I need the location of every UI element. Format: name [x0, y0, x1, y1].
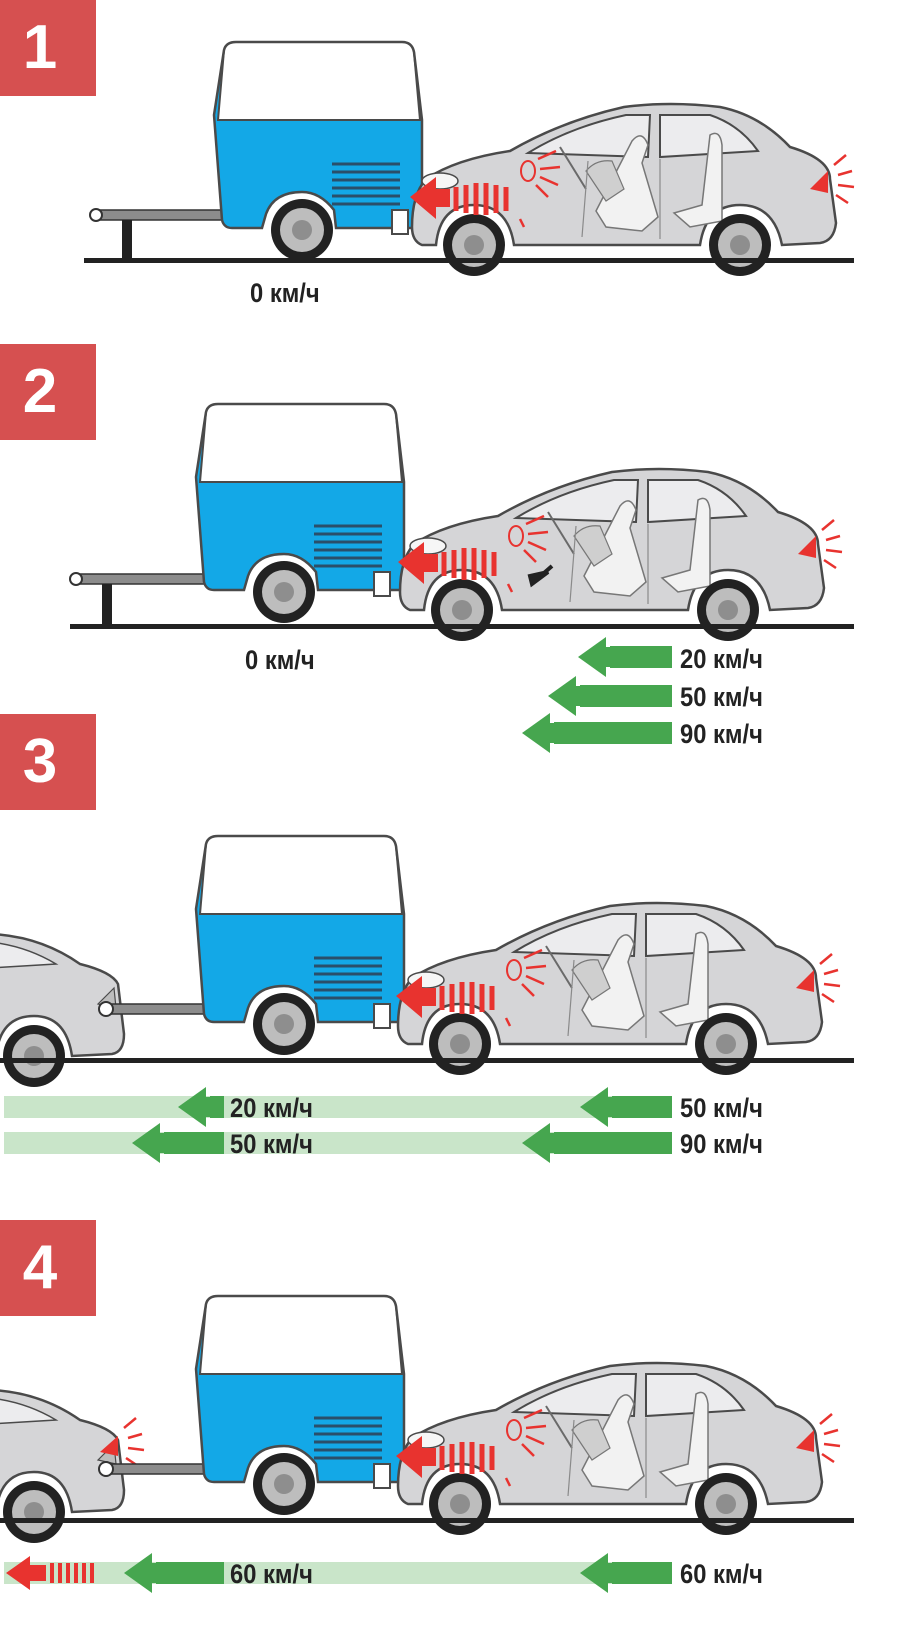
step-1-badge: 1	[0, 0, 96, 96]
step-4-number: 4	[22, 1233, 58, 1302]
step-1-scene	[84, 40, 854, 276]
step-2-car-speed-2: 50 км/ч	[680, 682, 763, 712]
step-2-car-speed-3: 90 км/ч	[680, 719, 763, 749]
step-4-badge: 4	[0, 1220, 96, 1316]
step-3-car-speed-2: 90 км/ч	[680, 1129, 763, 1159]
step-4-scene	[0, 1294, 854, 1593]
step-1-number: 1	[22, 13, 58, 82]
step-3-towing-speed-2: 50 км/ч	[230, 1129, 313, 1159]
step-4-towing-speed: 60 км/ч	[230, 1559, 313, 1589]
step-3-badge: 3	[0, 714, 96, 810]
step-4-car-speed: 60 км/ч	[680, 1559, 763, 1589]
step-2-badge: 2	[0, 344, 96, 440]
step-3-scene	[0, 834, 854, 1163]
step-2-trailer-speed: 0 км/ч	[245, 645, 315, 675]
step-3-towing-speed-1: 20 км/ч	[230, 1093, 313, 1123]
step-2-scene	[69, 402, 854, 753]
step-3-car-speed-1: 50 км/ч	[680, 1093, 763, 1123]
impact-arrow-icon	[6, 1556, 46, 1590]
step-2-car-speed-1: 20 км/ч	[680, 644, 763, 674]
step-1-trailer-speed: 0 км/ч	[250, 278, 320, 308]
step-3-number: 3	[22, 727, 58, 796]
step-2-number: 2	[22, 357, 58, 426]
